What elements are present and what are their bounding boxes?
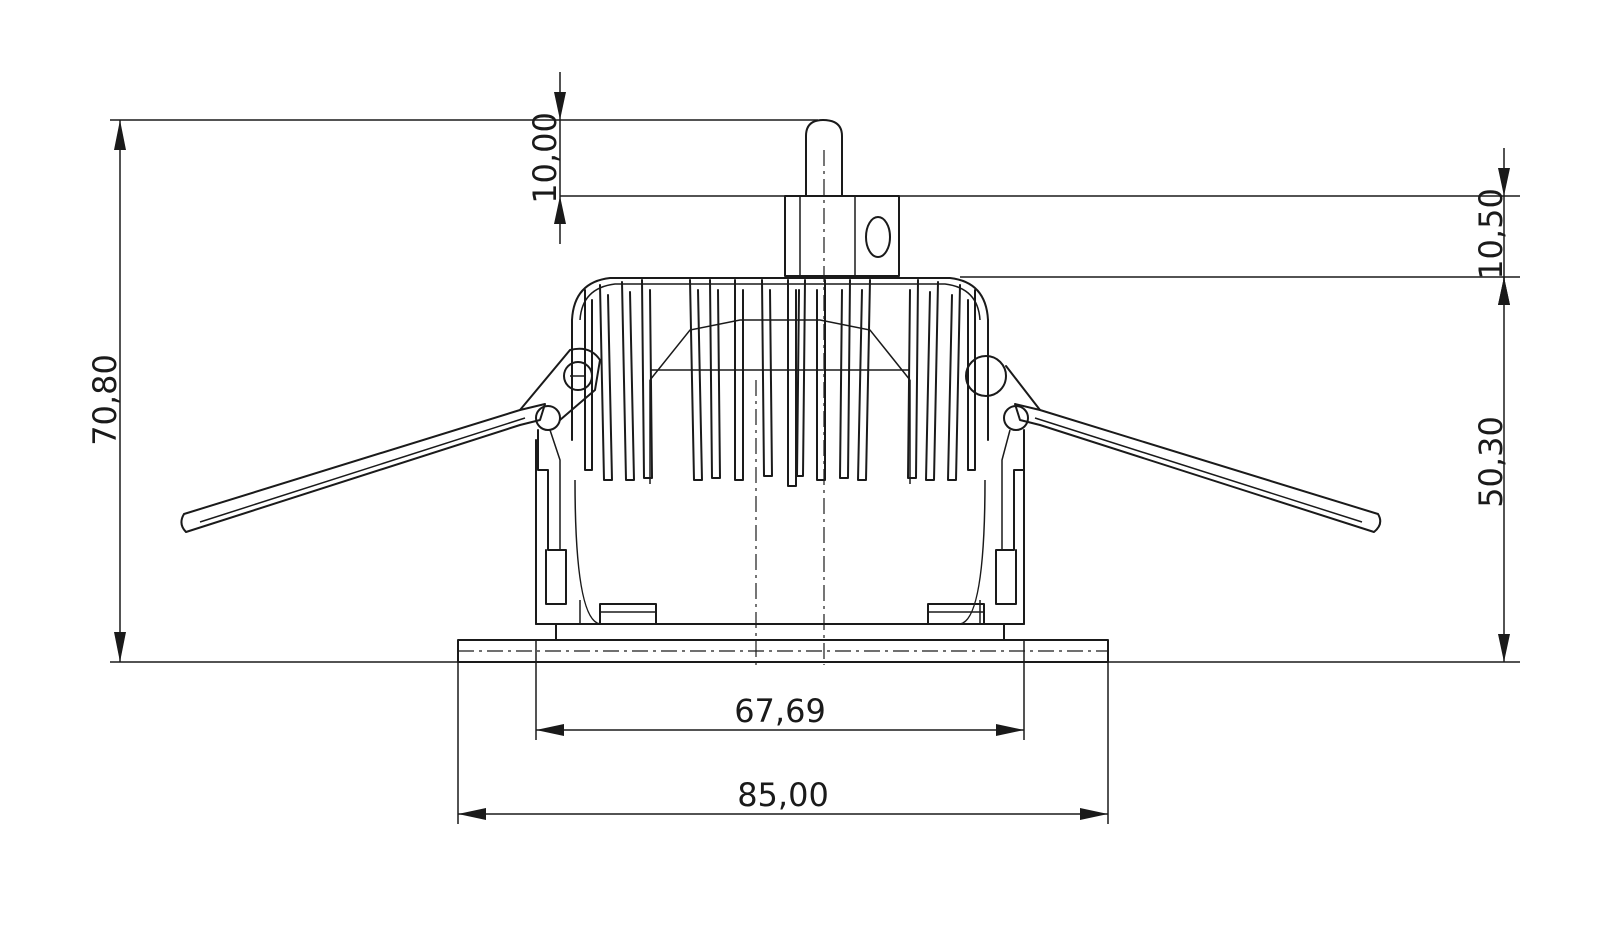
base-flange (457, 639, 1109, 663)
dim-label-inner-width: 67,69 (734, 692, 826, 730)
extension-lines (110, 119, 1520, 824)
center-lines (755, 150, 825, 665)
top-collar (784, 195, 900, 277)
top-pin (805, 119, 843, 197)
housing-body (535, 439, 1025, 641)
dim-label-total-height: 70,80 (86, 354, 124, 446)
dim-label-outer-width: 85,00 (737, 776, 829, 814)
dim-body-height: 50,30 (1472, 277, 1510, 662)
dim-label-body-height: 50,30 (1472, 416, 1510, 508)
dim-label-pin-height: 10,00 (526, 112, 564, 204)
dim-label-collar-height: 10,50 (1472, 188, 1510, 280)
right-spring-clip (965, 355, 1382, 605)
dim-pin-height: 10,00 (526, 72, 566, 244)
heat-sink (571, 277, 989, 487)
dim-inner-width: 67,69 (536, 692, 1024, 736)
left-spring-clip (180, 347, 601, 605)
dim-outer-width: 85,00 (458, 776, 1108, 820)
dim-total-height: 70,80 (86, 120, 126, 662)
